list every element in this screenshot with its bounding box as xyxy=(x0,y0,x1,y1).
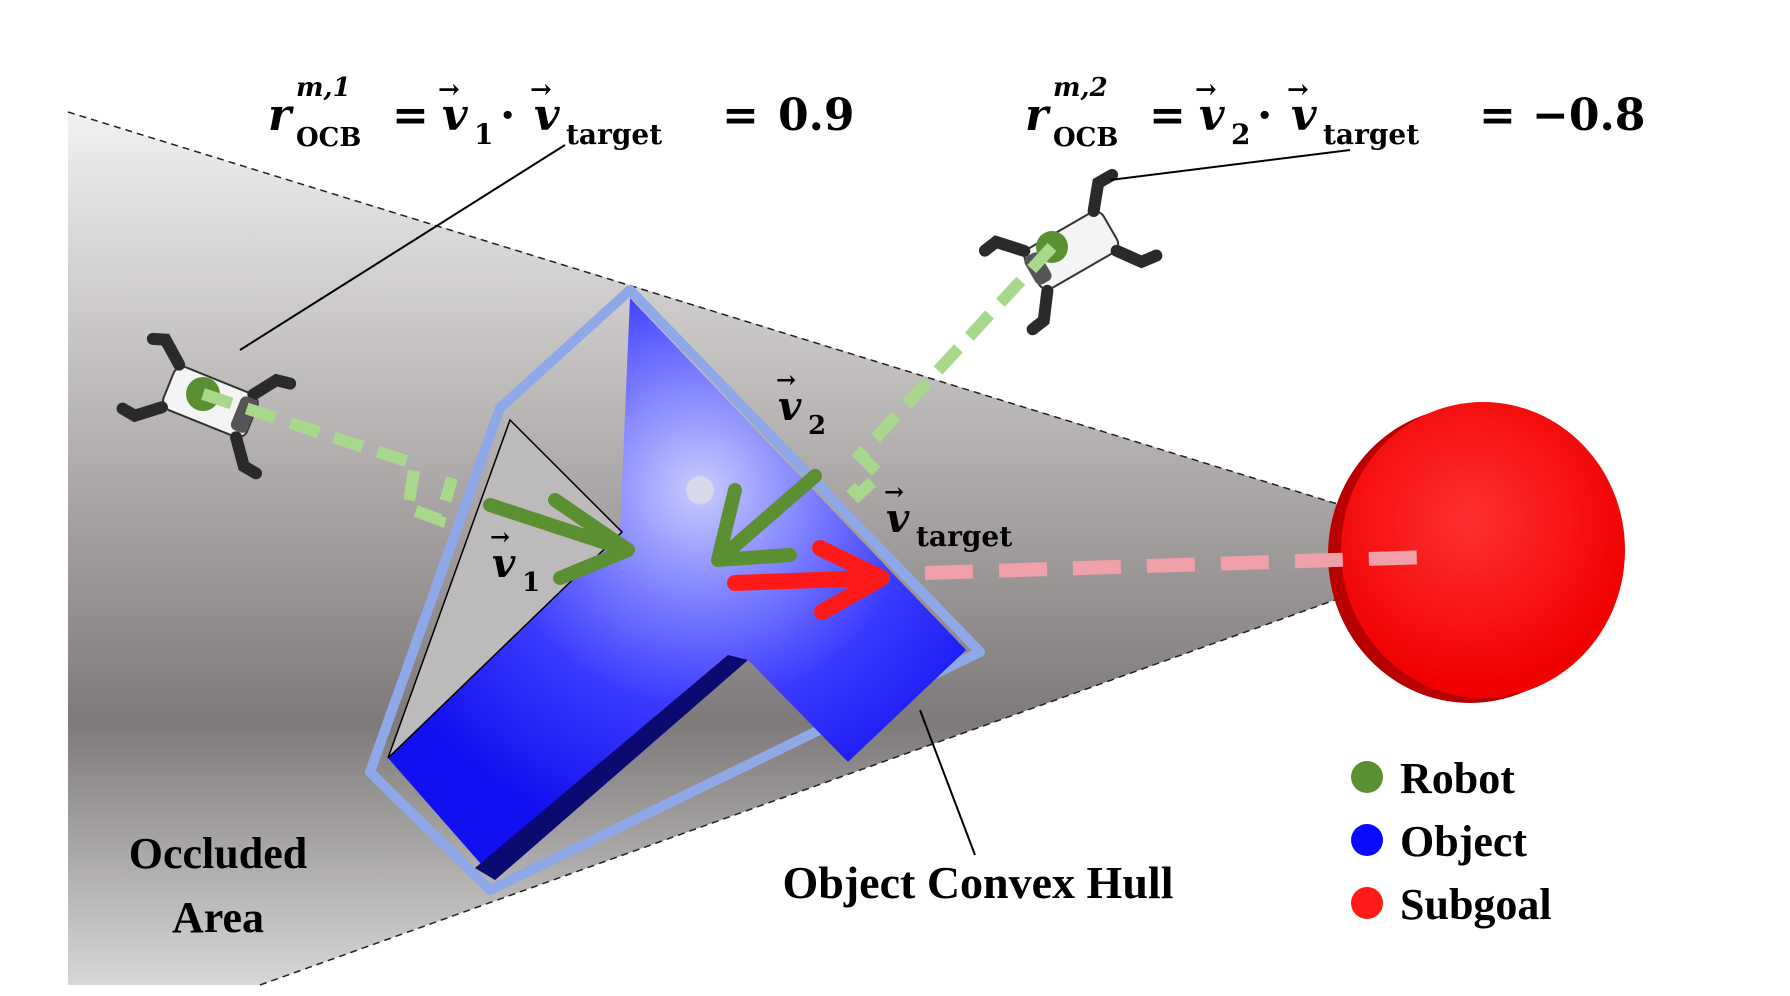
object-center xyxy=(686,476,714,504)
eq2-equals-2: = xyxy=(1479,90,1516,141)
svg-text:v: v xyxy=(492,540,516,587)
eq2-sub: OCB xyxy=(1053,123,1118,153)
equation-2: r m,2 OCB = → v 2 · → v target = −0.8 xyxy=(1025,73,1645,153)
legend-subgoal-label: Subgoal xyxy=(1400,880,1552,929)
eq1-equals-2: = xyxy=(722,90,759,141)
cone-boundary-upper xyxy=(67,111,1481,549)
svg-text:2: 2 xyxy=(808,411,826,441)
svg-text:1: 1 xyxy=(522,568,540,598)
eq2-v2: v xyxy=(1199,90,1225,141)
eq2-vt-arrow: → xyxy=(1287,75,1309,105)
svg-text:→: → xyxy=(884,477,904,506)
eq2-dot: · xyxy=(1257,90,1272,141)
eq1-v1: v xyxy=(442,90,468,141)
occluded-label-line1: Occluded xyxy=(129,829,307,878)
eq1-value: 0.9 xyxy=(778,90,855,141)
v1-arrow xyxy=(483,493,635,585)
eq1-vt-sub: target xyxy=(566,118,662,151)
legend: Robot Object Subgoal xyxy=(1351,754,1552,929)
subgoal-sphere xyxy=(1341,402,1625,698)
eq1-vt: v xyxy=(534,90,560,141)
robot-2-path xyxy=(837,242,1057,504)
svg-text:v: v xyxy=(778,383,802,430)
leader-eq1 xyxy=(239,144,566,351)
eq1-v1-arrow: → xyxy=(438,75,460,105)
legend-object-marker xyxy=(1351,824,1383,856)
svg-text:→: → xyxy=(490,522,510,551)
leader-hull xyxy=(919,709,976,856)
legend-subgoal-marker xyxy=(1351,887,1383,919)
svg-text:v: v xyxy=(886,495,910,542)
leader-eq2 xyxy=(1109,149,1351,181)
eq2-r: r xyxy=(1025,90,1051,141)
convex-hull-label: Object Convex Hull xyxy=(783,857,1174,908)
eq1-dot: · xyxy=(500,90,515,141)
legend-robot-label: Robot xyxy=(1400,754,1515,803)
target-arrow xyxy=(727,540,890,620)
svg-text:target: target xyxy=(916,520,1012,553)
eq2-v2-sub: 2 xyxy=(1231,118,1250,151)
object-shadow-face xyxy=(475,655,748,880)
eq2-value: −0.8 xyxy=(1532,90,1645,141)
eq2-equals: = xyxy=(1149,90,1186,141)
vtarget-label: → v target xyxy=(884,477,1012,553)
robot-2 xyxy=(978,168,1163,336)
eq2-sup: m,2 xyxy=(1053,73,1108,103)
legend-object-label: Object xyxy=(1400,817,1527,866)
v2-label: → v 2 xyxy=(776,365,826,441)
object-shape xyxy=(388,298,966,880)
target-path xyxy=(924,550,1431,580)
eq1-sup: m,1 xyxy=(296,73,351,103)
legend-robot-marker xyxy=(1351,761,1383,793)
v1-label: → v 1 xyxy=(490,522,540,598)
eq2-v2-arrow: → xyxy=(1195,75,1217,105)
eq1-v1-sub: 1 xyxy=(474,118,493,151)
eq2-vt: v xyxy=(1291,90,1317,141)
v2-arrow xyxy=(711,469,822,567)
eq1-equals: = xyxy=(392,90,429,141)
occluded-label-line2: Area xyxy=(172,893,264,942)
svg-text:→: → xyxy=(776,365,796,394)
equation-1: r m,1 OCB = → v 1 · → v target = 0.9 xyxy=(268,73,855,153)
eq1-sub: OCB xyxy=(296,123,361,153)
robot-1-path xyxy=(201,388,458,528)
eq2-vt-sub: target xyxy=(1323,118,1419,151)
eq1-r: r xyxy=(268,90,294,141)
object-convex-hull xyxy=(365,285,985,895)
eq1-vt-arrow: → xyxy=(530,75,552,105)
